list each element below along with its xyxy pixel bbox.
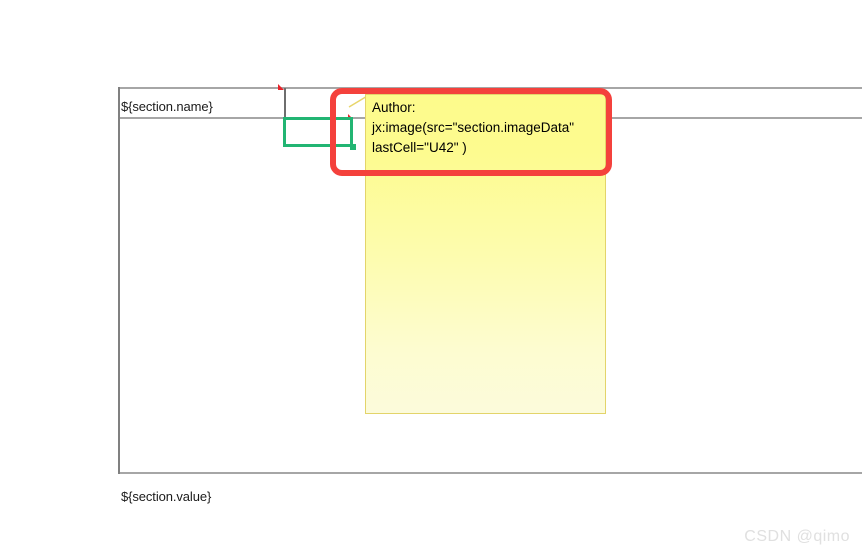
- cell-selection-rectangle[interactable]: [283, 117, 353, 147]
- comment-indicator-icon[interactable]: [348, 114, 353, 119]
- watermark-text: CSDN @qimo: [744, 528, 850, 545]
- comment-balloon[interactable]: Author: jx:image(src="section.imageData"…: [365, 94, 606, 414]
- cell-section-value[interactable]: ${section.value}: [121, 489, 212, 504]
- gridline-row-bottom: [118, 472, 862, 474]
- red-highlight-rectangle: [330, 88, 612, 176]
- comment-indicator-icon[interactable]: [278, 84, 284, 90]
- gridline-column-separator: [284, 88, 286, 117]
- comment-text: Author: jx:image(src="section.imageData"…: [372, 100, 575, 155]
- selection-fill-handle[interactable]: [350, 144, 356, 150]
- cell-section-name[interactable]: ${section.name}: [121, 99, 213, 114]
- gridline-column-left: [118, 87, 120, 474]
